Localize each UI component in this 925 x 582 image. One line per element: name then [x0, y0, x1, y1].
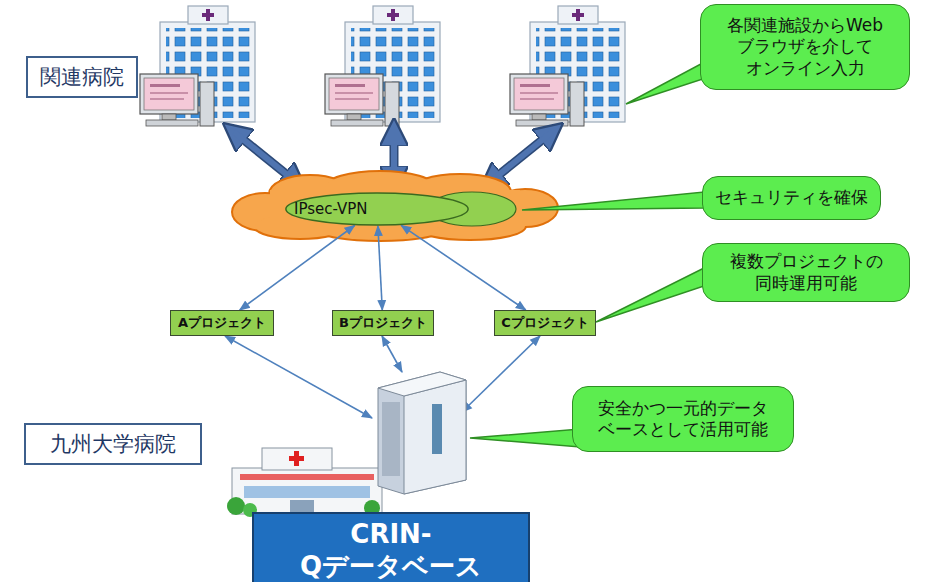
node-text: 関連病院 [40, 63, 124, 91]
connector-arrow [240, 226, 355, 311]
node-text: 九州大学病院 [50, 430, 176, 458]
node-text: IPsec-VPN [294, 200, 368, 218]
node-text: 複数プロジェクトの 同時運用可能 [713, 251, 899, 294]
node-text: セキュリティを確保 [715, 187, 868, 208]
project-box: Bプロジェクト [332, 310, 434, 336]
callout-bubble: セキュリティを確保 [702, 176, 881, 220]
node-text: 安全かつ一元的データ ベースとして活用可能 [583, 398, 783, 441]
site-label: 関連病院 [26, 56, 138, 98]
node-text: Bプロジェクト [339, 314, 427, 332]
node-text: Cプロジェクト [501, 314, 589, 332]
node-text: 各関連施設からWeb ブラウザを介して オンライン入力 [711, 15, 899, 79]
node-text: Aプロジェクト [178, 314, 266, 332]
callout-bubble: 安全かつ一元的データ ベースとして活用可能 [572, 386, 794, 452]
database-title-box: CRIN-Qデータベース [252, 512, 530, 582]
callout-bubble: 各関連施設からWeb ブラウザを介して オンライン入力 [700, 4, 910, 90]
site-label: 九州大学病院 [24, 423, 202, 465]
connector-arrow [378, 226, 382, 310]
vpn-ellipse: IPsec-VPN [284, 192, 470, 226]
connector-arrow [401, 225, 526, 310]
project-box: Aプロジェクト [170, 310, 274, 336]
node-text: CRIN-Qデータベース [264, 519, 518, 582]
project-box: Cプロジェクト [494, 310, 596, 336]
callout-bubble: 複数プロジェクトの 同時運用可能 [702, 243, 910, 302]
